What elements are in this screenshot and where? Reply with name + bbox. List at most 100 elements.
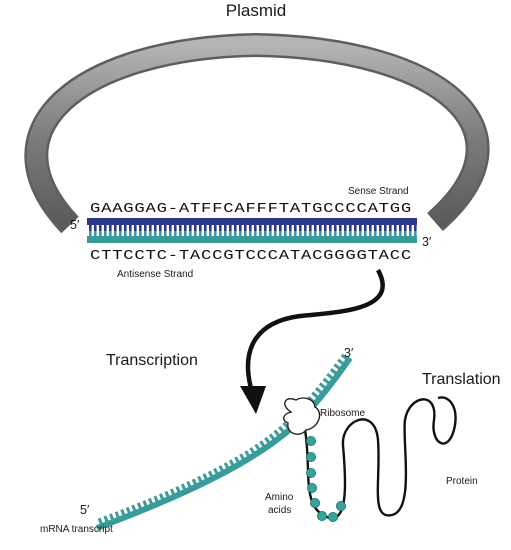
base-tick: [414, 231, 417, 237]
base-tick: [194, 231, 197, 237]
base-tick: [404, 231, 407, 237]
base-tick: [184, 225, 187, 231]
base-tick: [314, 225, 317, 231]
base-tick: [409, 225, 412, 231]
antisense-sequence: CTTCCTC-TACCGTCCCATACGGGGTACC: [90, 249, 412, 264]
base-tick: [299, 231, 302, 237]
base-tick: [399, 225, 402, 231]
base-tick: [324, 231, 327, 237]
base-tick: [144, 225, 147, 231]
base-tick: [159, 231, 162, 237]
base-tick: [104, 231, 107, 237]
sense-sequence: GAAGGAG-ATFFCAFFFTATGCCCCATGG: [90, 202, 412, 217]
base-tick: [179, 231, 182, 237]
amino-acid-bead: [305, 435, 316, 446]
base-tick: [229, 231, 232, 237]
base-tick: [164, 225, 167, 231]
base-tick: [354, 231, 357, 237]
base-tick: [319, 225, 322, 231]
amino-acid-bead: [306, 482, 317, 493]
base-tick: [124, 225, 127, 231]
mrna-5-prime-end: 5′: [80, 503, 90, 517]
base-tick: [364, 225, 367, 231]
base-tick: [264, 225, 267, 231]
base-tick: [334, 225, 337, 231]
base-tick: [89, 225, 92, 231]
base-tick: [244, 225, 247, 231]
base-tick: [234, 231, 237, 237]
base-tick: [149, 225, 152, 231]
protein-label: Protein: [446, 476, 478, 487]
base-tick: [154, 231, 157, 237]
base-tick: [194, 225, 197, 231]
sense-strand-backbone: [87, 218, 417, 225]
base-tick: [144, 231, 147, 237]
base-tick: [139, 231, 142, 237]
base-tick: [409, 231, 412, 237]
base-tick: [349, 225, 352, 231]
antisense-strand-backbone: [87, 236, 417, 243]
base-tick: [129, 231, 132, 237]
base-tick: [139, 225, 142, 231]
transcription-label: Transcription: [106, 352, 198, 369]
base-tick: [119, 231, 122, 237]
base-tick: [324, 225, 327, 231]
base-tick: [329, 231, 332, 237]
base-tick: [264, 231, 267, 237]
base-tick: [254, 231, 257, 237]
base-tick: [124, 231, 127, 237]
base-tick: [399, 231, 402, 237]
base-tick: [289, 231, 292, 237]
base-tick: [99, 231, 102, 237]
base-tick: [224, 231, 227, 237]
base-tick: [369, 231, 372, 237]
base-tick: [119, 225, 122, 231]
amino-acid-bead: [327, 512, 338, 523]
base-tick: [389, 231, 392, 237]
amino-acid-bead: [309, 497, 320, 508]
amino-acid-bead: [305, 451, 316, 462]
base-tick: [299, 225, 302, 231]
transcription-arrowhead: [240, 386, 266, 414]
base-tick: [319, 231, 322, 237]
base-tick: [204, 225, 207, 231]
base-tick: [189, 225, 192, 231]
base-tick: [339, 225, 342, 231]
base-tick: [109, 225, 112, 231]
base-tick: [169, 231, 172, 237]
base-tick: [289, 225, 292, 231]
base-tick: [254, 225, 257, 231]
mrna-strand: [95, 356, 353, 531]
base-tick: [339, 231, 342, 237]
base-tick: [379, 231, 382, 237]
base-tick: [269, 231, 272, 237]
translation-label: Translation: [422, 371, 501, 388]
base-tick: [99, 225, 102, 231]
base-tick: [214, 225, 217, 231]
base-tick: [359, 231, 362, 237]
base-tick: [394, 225, 397, 231]
base-tick: [159, 225, 162, 231]
base-tick: [384, 225, 387, 231]
base-tick: [229, 225, 232, 231]
base-tick: [304, 225, 307, 231]
base-tick: [224, 225, 227, 231]
protein-chain: [303, 396, 457, 520]
base-tick: [239, 225, 242, 231]
mrna-3-prime-end: 3′: [344, 346, 354, 360]
base-tick: [89, 231, 92, 237]
base-tick: [209, 225, 212, 231]
base-tick: [169, 225, 172, 231]
base-tick: [279, 231, 282, 237]
transcription-arrow: [245, 268, 385, 393]
base-tick: [209, 231, 212, 237]
base-tick: [309, 231, 312, 237]
base-tick: [294, 225, 297, 231]
ribosome-label: Ribosome: [320, 408, 365, 419]
antisense-strand-label: Antisense Strand: [117, 269, 193, 280]
base-tick: [314, 231, 317, 237]
base-tick: [219, 225, 222, 231]
base-tick: [114, 225, 117, 231]
base-tick: [94, 225, 97, 231]
